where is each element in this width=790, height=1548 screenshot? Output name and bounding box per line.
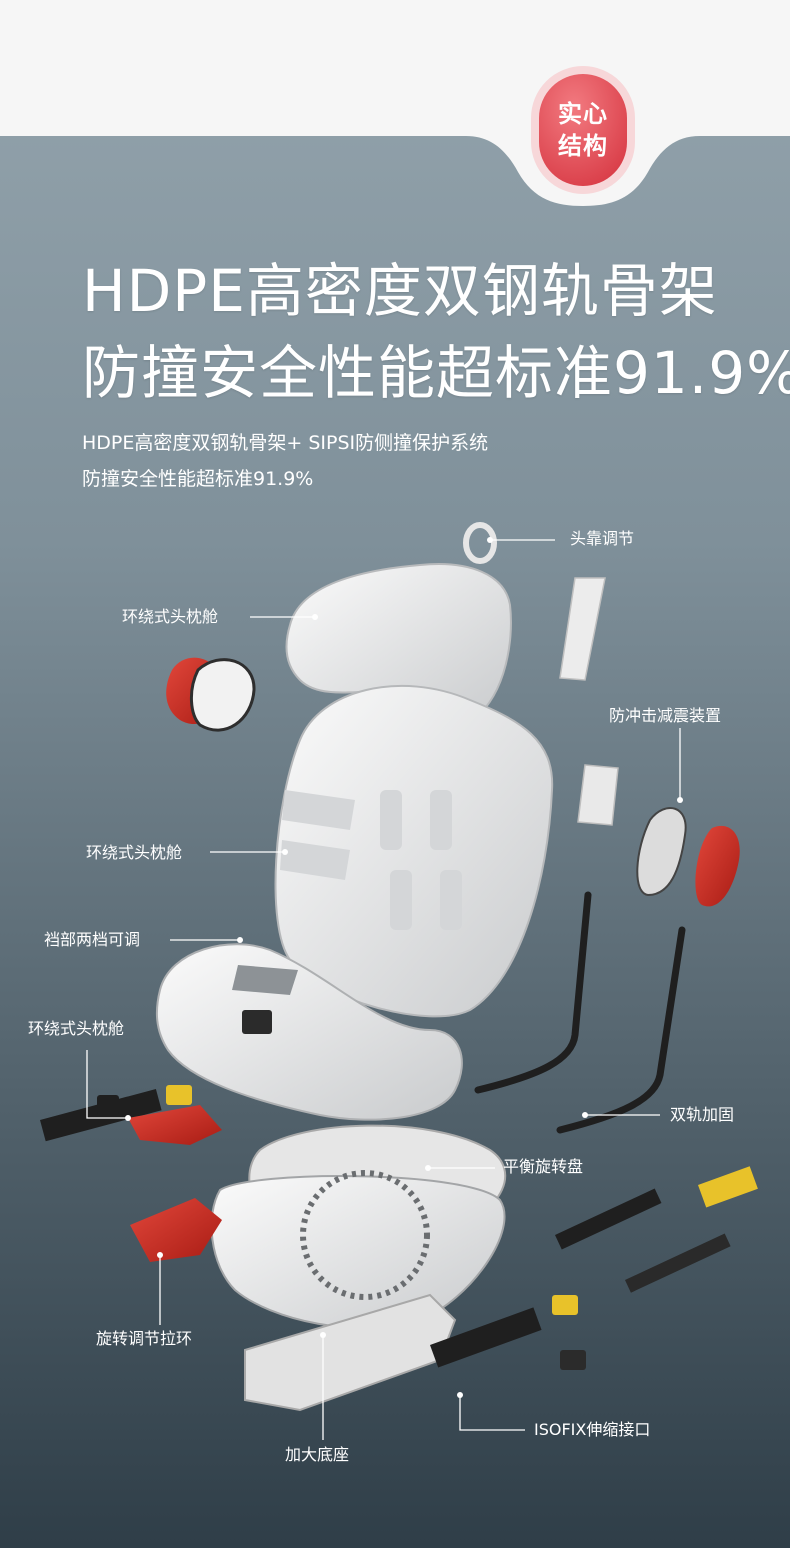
headrest-ring: [463, 522, 497, 564]
label-anti-impact: 防冲击减震装置: [609, 706, 722, 725]
label-wrap-headrest-low: 环绕式头枕舱: [28, 1019, 125, 1038]
backrest-shell: [274, 684, 554, 1018]
base-body: [210, 1175, 506, 1330]
label-wrap-headrest-mid: 环绕式头枕舱: [86, 843, 183, 862]
label-headrest-adjust: 头靠调节: [570, 529, 635, 548]
subtitle-line2: 防撞安全性能超标准91.9%: [82, 468, 314, 490]
subtitle-line1: HDPE高密度双钢轨骨架+ SIPSI防侧撞保护系统: [82, 432, 489, 454]
label-isofix: ISOFIX伸缩接口: [534, 1420, 651, 1439]
structure-badge: 实心 结构: [531, 65, 635, 195]
label-crotch-adjust: 裆部两档可调: [44, 930, 141, 949]
isofix-connector: [430, 1307, 542, 1368]
badge-line2: 结构: [558, 132, 608, 160]
label-rotate-ring: 旋转调节拉环: [96, 1329, 193, 1348]
headrest-shell: [285, 563, 512, 723]
steel-rail-2: [556, 926, 686, 1134]
label-dual-rail: 双轨加固: [670, 1105, 735, 1124]
steel-rail-1: [474, 891, 592, 1094]
headline-line2: 防撞安全性能超标准91.9%: [82, 339, 790, 407]
badge-line1: 实心: [558, 100, 608, 128]
rotate-pull-ring: [130, 1198, 222, 1262]
label-big-base: 加大底座: [285, 1445, 350, 1464]
label-balance-turntable: 平衡旋转盘: [503, 1157, 584, 1176]
red-latch-upper: [128, 1105, 222, 1145]
headline-line1: HDPE高密度双钢轨骨架: [82, 257, 718, 325]
label-wrap-headrest-top: 环绕式头枕舱: [122, 607, 219, 626]
anti-impact-device: [636, 807, 687, 897]
